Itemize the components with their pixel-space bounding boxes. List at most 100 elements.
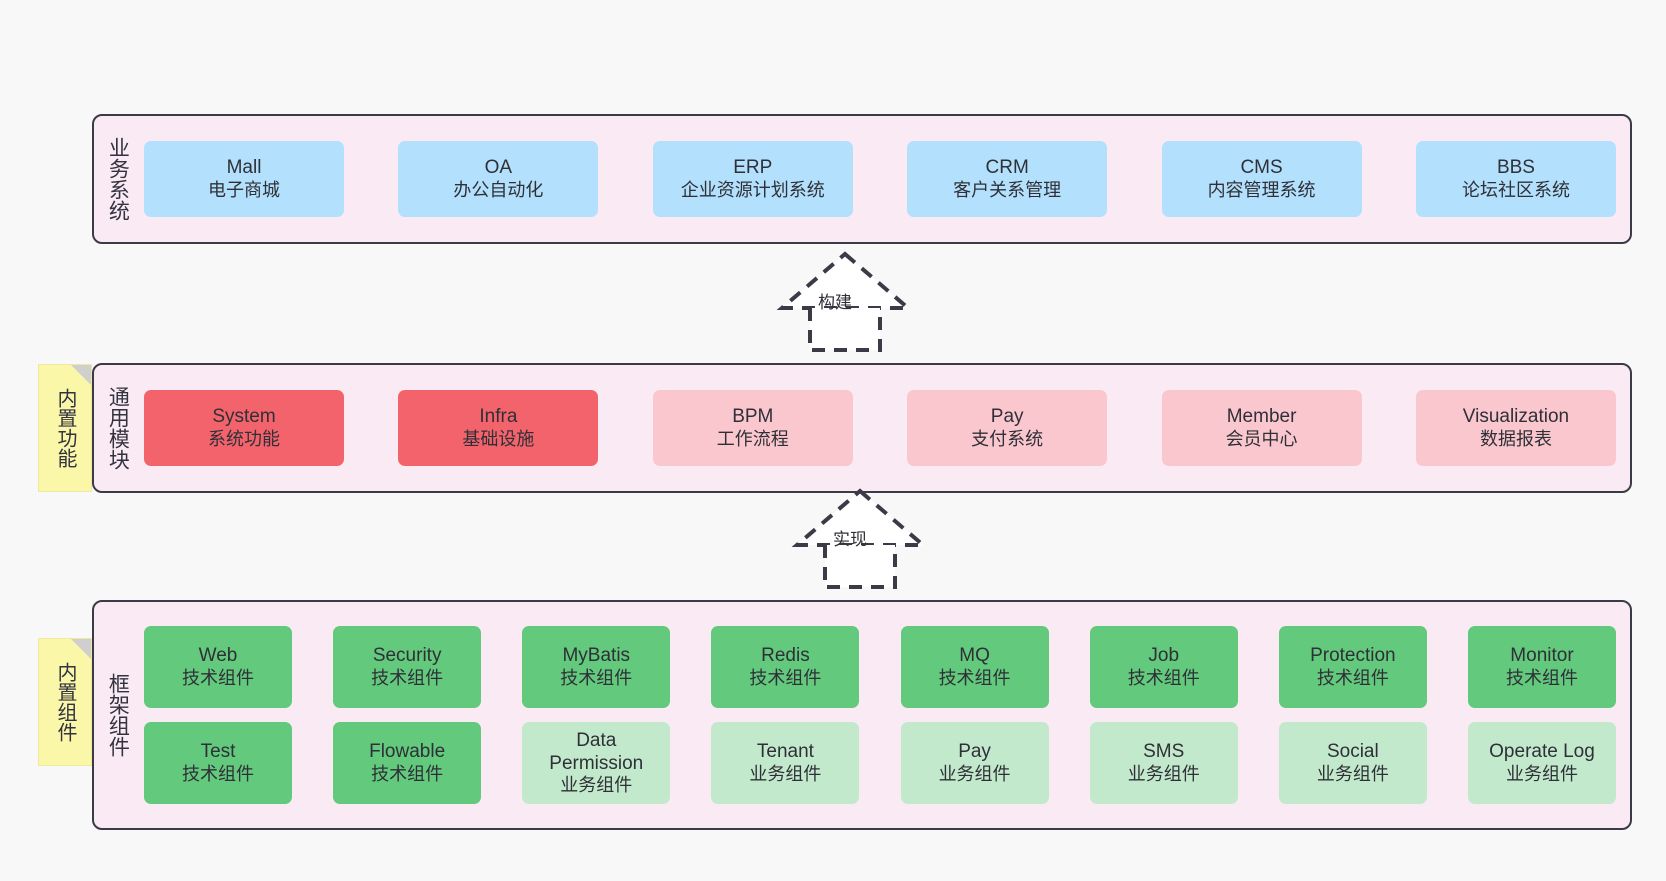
- box-tenant-en: Tenant: [756, 741, 814, 763]
- connector-build: 构建: [760, 250, 930, 355]
- box-sms[interactable]: SMS 业务组件: [1089, 722, 1238, 804]
- box-mall[interactable]: Mall 电子商城: [144, 141, 344, 217]
- framework-tech-row: Web 技术组件 Security 技术组件 MyBatis 技术组件 Redi…: [144, 626, 1616, 708]
- box-bpm-cn: 工作流程: [716, 428, 789, 449]
- framework-business-row: Test 技术组件 Flowable 技术组件 Data Permission …: [144, 722, 1616, 804]
- box-oa-en: OA: [484, 157, 513, 179]
- box-mybatis[interactable]: MyBatis 技术组件: [522, 626, 671, 708]
- box-monitor[interactable]: Monitor 技术组件: [1467, 626, 1616, 708]
- box-bbs[interactable]: BBS 论坛社区系统: [1415, 141, 1616, 217]
- box-redis[interactable]: Redis 技术组件: [711, 626, 860, 708]
- note-builtin-features-label: 内置功能: [54, 388, 76, 468]
- box-mybatis-cn: 技术组件: [560, 667, 633, 688]
- common-modules-row: System 系统功能 Infra 基础设施 BPM 工作流程 Pay 支付系统…: [144, 390, 1616, 466]
- box-pay-module[interactable]: Pay 支付系统: [907, 390, 1108, 466]
- box-crm[interactable]: CRM 客户关系管理: [907, 141, 1108, 217]
- box-infra-en: Infra: [479, 406, 518, 428]
- box-social[interactable]: Social 业务组件: [1278, 722, 1427, 804]
- note-builtin-components: 内置组件: [38, 638, 92, 766]
- box-job-cn: 技术组件: [1127, 667, 1200, 688]
- business-system-row: Mall 电子商城 OA 办公自动化 ERP 企业资源计划系统 CRM 客户关系…: [144, 141, 1616, 217]
- layer-title-framework-components: 框架组件: [106, 673, 130, 757]
- box-system-en: System: [212, 406, 276, 428]
- box-web[interactable]: Web 技术组件: [144, 626, 292, 708]
- box-social-en: Social: [1326, 741, 1379, 763]
- box-tenant-cn: 业务组件: [749, 763, 822, 784]
- note-fold-corner-icon: [71, 365, 91, 385]
- box-data-permission[interactable]: Data Permission 业务组件: [522, 722, 671, 804]
- box-web-en: Web: [198, 645, 238, 667]
- box-monitor-cn: 技术组件: [1505, 667, 1578, 688]
- box-test-en: Test: [200, 741, 236, 763]
- box-visualization-cn: 数据报表: [1479, 428, 1552, 449]
- box-flowable-cn: 技术组件: [371, 763, 444, 784]
- box-crm-cn: 客户关系管理: [953, 179, 1062, 200]
- box-web-cn: 技术组件: [182, 667, 254, 688]
- box-mall-en: Mall: [226, 157, 262, 179]
- box-cms[interactable]: CMS 内容管理系统: [1161, 141, 1362, 217]
- box-protection-en: Protection: [1310, 645, 1396, 667]
- build-arrow-stem: [808, 308, 882, 352]
- box-pay-component-en: Pay: [958, 741, 991, 763]
- box-system-cn: 系统功能: [208, 428, 280, 449]
- note-builtin-features: 内置功能: [38, 364, 92, 492]
- box-job[interactable]: Job 技术组件: [1089, 626, 1238, 708]
- box-monitor-en: Monitor: [1510, 645, 1574, 667]
- implement-arrowhead: [791, 488, 929, 547]
- box-oa-cn: 办公自动化: [453, 179, 544, 200]
- box-cms-en: CMS: [1240, 157, 1283, 179]
- box-job-en: Job: [1148, 645, 1180, 667]
- box-pay-component[interactable]: Pay 业务组件: [900, 722, 1049, 804]
- layer-body-common-modules: System 系统功能 Infra 基础设施 BPM 工作流程 Pay 支付系统…: [140, 365, 1630, 491]
- box-data-permission-cn: 业务组件: [560, 775, 633, 796]
- box-security[interactable]: Security 技术组件: [333, 626, 482, 708]
- layer-body-business-system: Mall 电子商城 OA 办公自动化 ERP 企业资源计划系统 CRM 客户关系…: [140, 116, 1630, 242]
- box-mybatis-en: MyBatis: [562, 645, 631, 667]
- box-infra[interactable]: Infra 基础设施: [398, 390, 599, 466]
- connector-build-label: 构建: [818, 293, 852, 312]
- box-data-permission-en: Data Permission: [549, 729, 644, 775]
- box-member-en: Member: [1226, 406, 1297, 428]
- box-erp[interactable]: ERP 企业资源计划系统: [652, 141, 853, 217]
- box-sms-en: SMS: [1143, 741, 1185, 763]
- box-sms-cn: 业务组件: [1127, 763, 1200, 784]
- layer-body-framework-components: Web 技术组件 Security 技术组件 MyBatis 技术组件 Redi…: [140, 602, 1630, 828]
- box-cms-cn: 内容管理系统: [1207, 179, 1316, 200]
- layer-title-common-modules: 通用模块: [106, 386, 130, 470]
- box-system[interactable]: System 系统功能: [144, 390, 344, 466]
- box-bbs-en: BBS: [1496, 157, 1535, 179]
- box-social-cn: 业务组件: [1316, 763, 1389, 784]
- box-flowable[interactable]: Flowable 技术组件: [333, 722, 482, 804]
- box-flowable-en: Flowable: [369, 741, 446, 763]
- box-mq[interactable]: MQ 技术组件: [900, 626, 1049, 708]
- box-bbs-cn: 论坛社区系统: [1461, 179, 1570, 200]
- box-bpm-en: BPM: [732, 406, 774, 428]
- note-fold-corner-icon: [71, 639, 91, 659]
- box-mall-cn: 电子商城: [208, 179, 280, 200]
- box-redis-en: Redis: [761, 645, 810, 667]
- box-operate-log-en: Operate Log: [1489, 741, 1595, 763]
- box-visualization[interactable]: Visualization 数据报表: [1415, 390, 1616, 466]
- box-security-en: Security: [372, 645, 442, 667]
- box-operate-log-cn: 业务组件: [1505, 763, 1578, 784]
- box-erp-cn: 企业资源计划系统: [680, 179, 825, 200]
- box-erp-en: ERP: [733, 157, 773, 179]
- box-bpm[interactable]: BPM 工作流程: [652, 390, 853, 466]
- box-mq-cn: 技术组件: [938, 667, 1011, 688]
- box-pay-component-cn: 业务组件: [938, 763, 1011, 784]
- box-protection[interactable]: Protection 技术组件: [1278, 626, 1427, 708]
- box-tenant[interactable]: Tenant 业务组件: [711, 722, 860, 804]
- layer-title-business-system: 业务系统: [106, 137, 130, 221]
- note-builtin-components-label: 内置组件: [54, 662, 76, 742]
- box-crm-en: CRM: [985, 157, 1029, 179]
- box-pay-module-en: Pay: [990, 406, 1024, 428]
- box-operate-log[interactable]: Operate Log 业务组件: [1467, 722, 1616, 804]
- layer-framework-components: 框架组件 Web 技术组件 Security 技术组件 MyBatis 技术组件…: [92, 600, 1632, 830]
- connector-implement-label: 实现: [833, 530, 867, 549]
- box-test[interactable]: Test 技术组件: [144, 722, 292, 804]
- box-protection-cn: 技术组件: [1316, 667, 1389, 688]
- box-infra-cn: 基础设施: [462, 428, 535, 449]
- box-oa[interactable]: OA 办公自动化: [398, 141, 599, 217]
- box-member[interactable]: Member 会员中心: [1161, 390, 1362, 466]
